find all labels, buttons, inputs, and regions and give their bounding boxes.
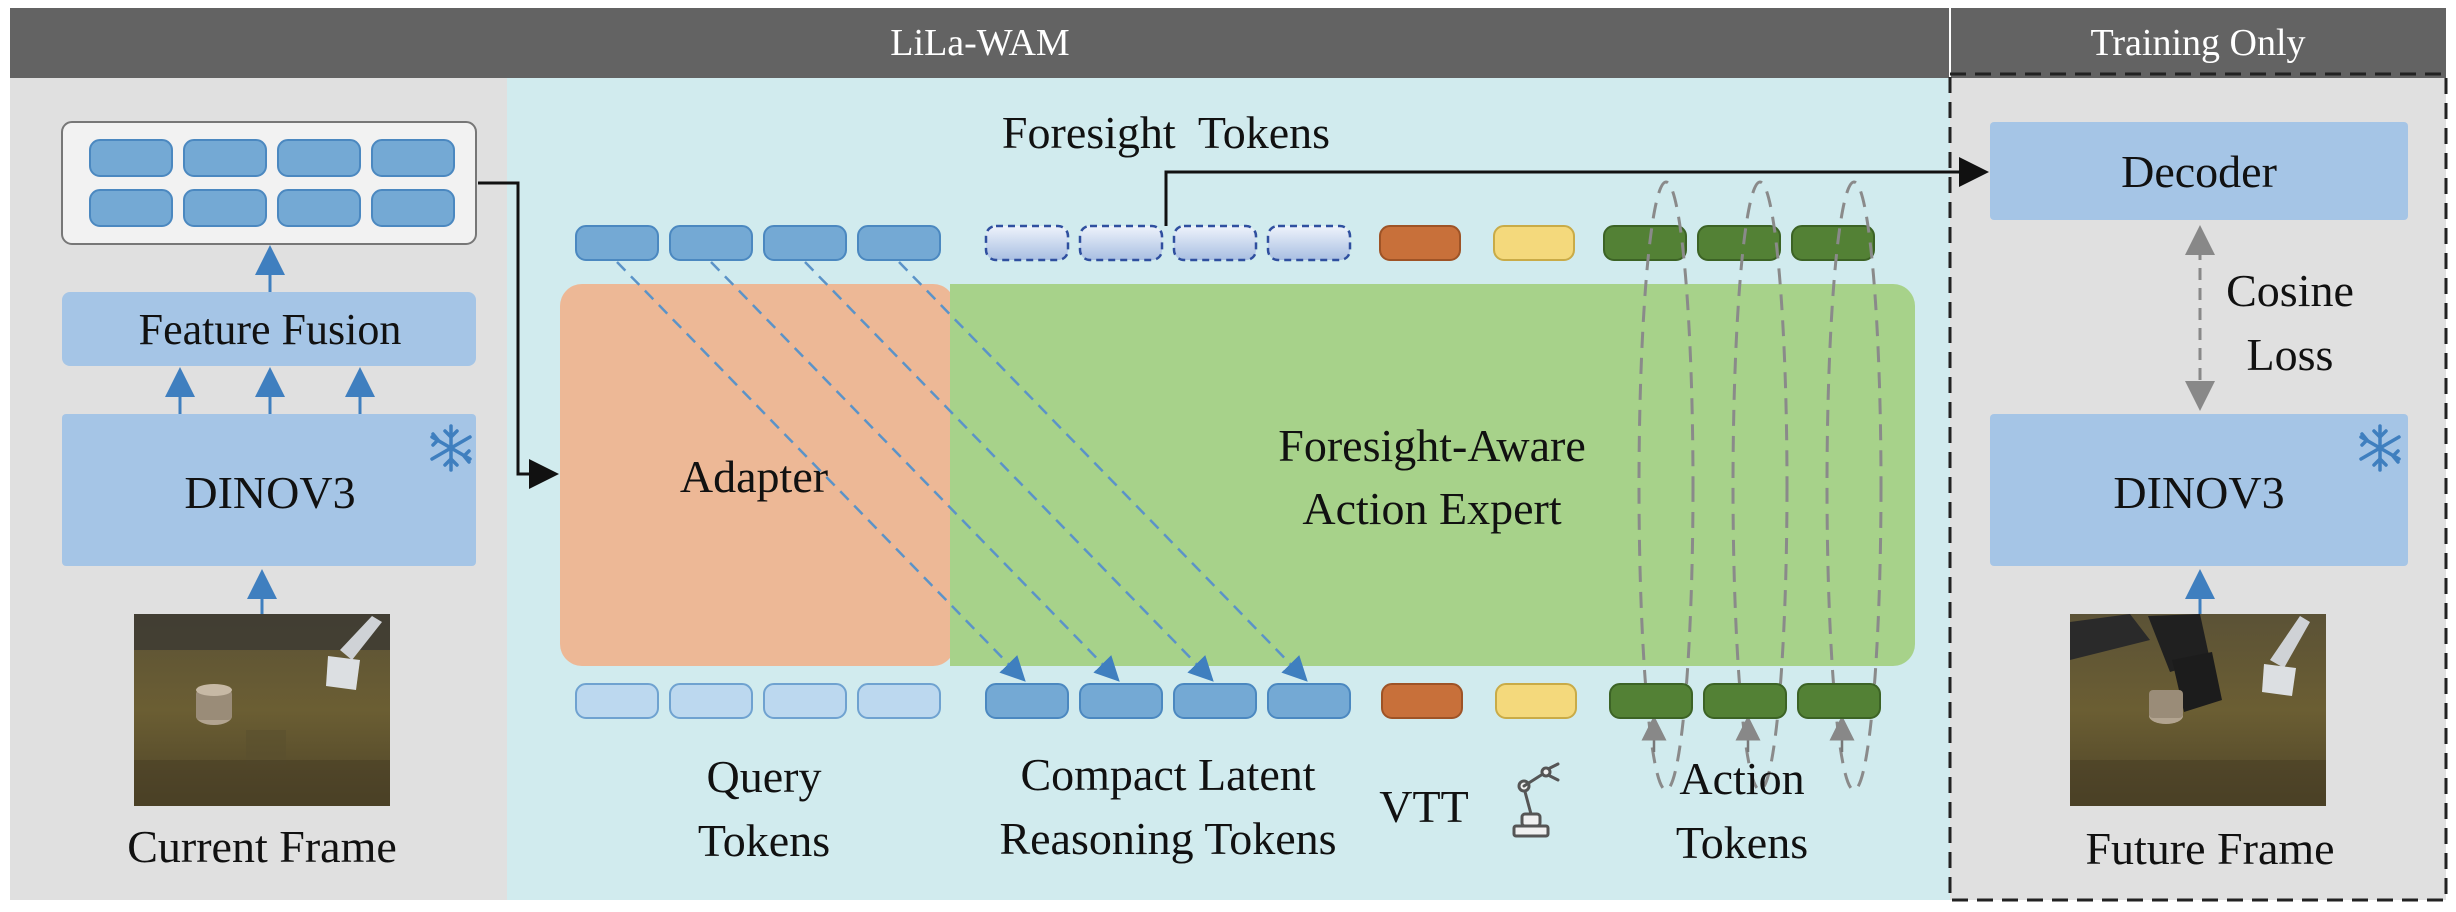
dinov3-left-label: DINOV3: [184, 467, 355, 518]
action-expert-label-line1: Foresight-Aware: [1278, 420, 1585, 471]
query-tokens-label-line2: Tokens: [698, 815, 830, 866]
action-tokens-label-line2: Tokens: [1676, 817, 1808, 868]
vtt-label: VTT: [1379, 781, 1468, 832]
query-to-latent-arrows: [616, 261, 1308, 682]
input-orange-token: [1379, 225, 1461, 261]
future-frame-caption: Future Frame: [2085, 823, 2334, 874]
training-only-frame: [1948, 72, 2448, 902]
robot-arm-icon: [1512, 762, 1560, 838]
main-header-bar: [10, 8, 1950, 78]
current-frame-caption: Current Frame: [127, 821, 397, 872]
decoder-label: Decoder: [2121, 146, 2277, 197]
foresight-tokens: [984, 224, 1352, 262]
snowflake-icon: [430, 424, 472, 472]
action-expert-label-line2: Action Expert: [1302, 483, 1562, 534]
adapter-label: Adapter: [680, 451, 828, 502]
snowflake-icon: [2359, 424, 2401, 472]
query-tokens-label-line1: Query: [707, 751, 822, 802]
dinov3-right-label: DINOV3: [2113, 467, 2284, 518]
input-action-tokens: [1603, 225, 1875, 261]
action-token-loops: [1637, 180, 1883, 792]
output-yellow-token: [1495, 683, 1577, 719]
cosine-loss-line2: Loss: [2247, 329, 2334, 380]
fused-features-group: [61, 121, 477, 245]
features-to-adapter-arrow: [478, 181, 559, 489]
decoder-block: [1990, 122, 2408, 220]
input-query-tokens: [575, 225, 941, 261]
dinov3-encoder-right: [1990, 414, 2408, 566]
output-orange-token: [1381, 683, 1463, 719]
action-expert-block: [950, 284, 1915, 666]
feature-fusion-label: Feature Fusion: [139, 305, 402, 354]
compact-latent-tokens: [985, 683, 1351, 719]
dinov3-encoder-left: [62, 414, 476, 566]
latent-tokens-label-line1: Compact Latent: [1020, 749, 1315, 800]
cosine-loss-line1: Cosine: [2226, 265, 2354, 316]
adapter-block: [560, 284, 955, 666]
action-tokens-label-line1: Action: [1679, 753, 1804, 804]
foresight-to-decoder-arrow: [1164, 157, 1989, 226]
current-frame-image: [134, 614, 390, 806]
output-action-tokens: [1609, 683, 1881, 719]
side-title: Training Only: [2090, 22, 2305, 64]
feature-fusion-block: [62, 292, 476, 366]
input-yellow-token: [1493, 225, 1575, 261]
future-frame-image: [2070, 614, 2326, 806]
main-title: LiLa-WAM: [890, 22, 1069, 64]
output-query-tokens: [575, 683, 941, 719]
side-header-bar: [1950, 8, 2446, 78]
latent-tokens-label-line2: Reasoning Tokens: [999, 813, 1336, 864]
foresight-tokens-label: Foresight Tokens: [1002, 107, 1330, 158]
